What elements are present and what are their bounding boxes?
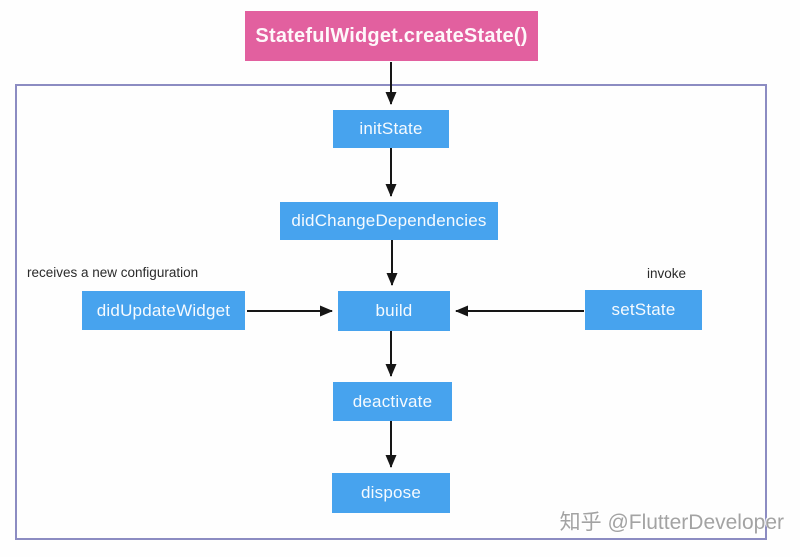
node-init-state: initState (333, 110, 449, 148)
node-deactivate: deactivate (333, 382, 452, 421)
node-set-state: setState (585, 290, 702, 330)
create-state-title-box: StatefulWidget.createState() (245, 11, 538, 61)
did-update-widget-annotation: receives a new configuration (27, 265, 199, 280)
node-build: build (338, 291, 450, 331)
set-state-annotation: invoke (647, 266, 687, 281)
node-did-update-widget: didUpdateWidget (82, 291, 245, 330)
zhihu-watermark: 知乎 @FlutterDeveloper (559, 511, 784, 534)
node-dispose: dispose (332, 473, 450, 513)
node-did-change-dependencies: didChangeDependencies (280, 202, 498, 240)
